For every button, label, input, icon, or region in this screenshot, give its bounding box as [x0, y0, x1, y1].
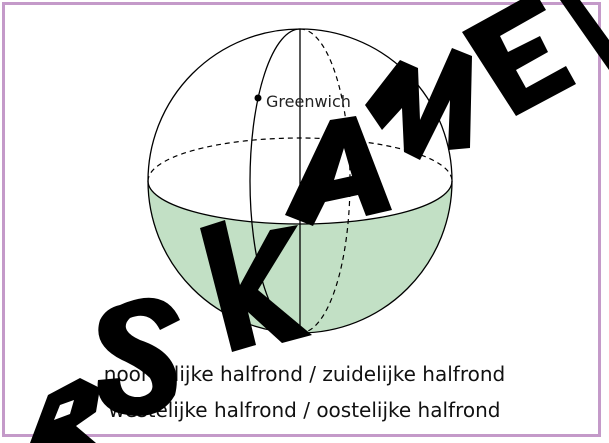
greenwich-point — [255, 95, 262, 102]
caption-north-south: noordelijke halfrond / zuidelijke halfro… — [0, 362, 609, 386]
greenwich-label: Greenwich — [266, 92, 351, 111]
caption-west-east: westelijke halfrond / oostelijke halfron… — [0, 398, 609, 422]
